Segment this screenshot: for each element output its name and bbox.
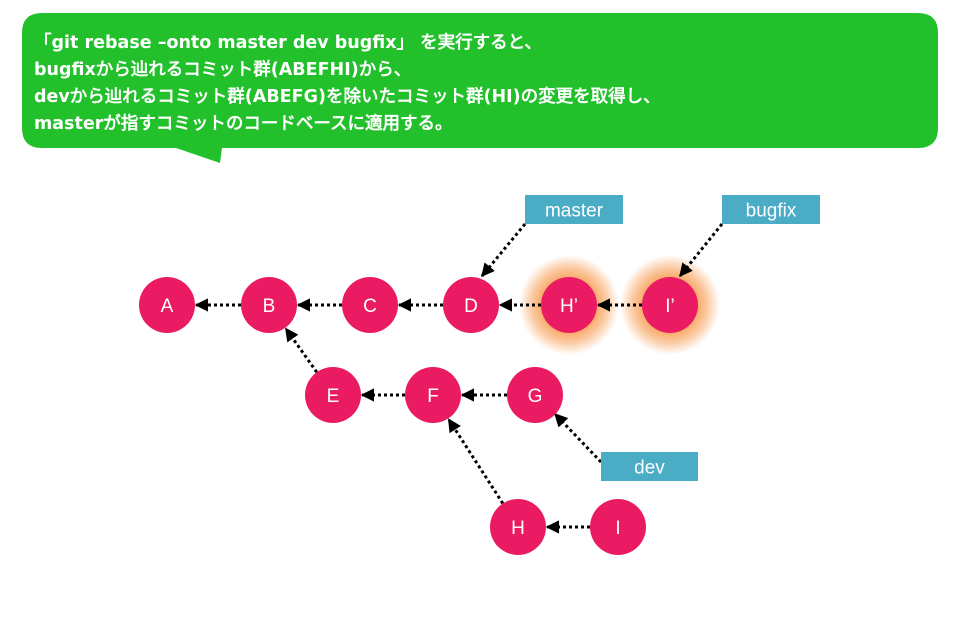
commit-D: D <box>443 277 499 333</box>
ref-pointer-master <box>480 223 527 278</box>
ref-label: master <box>545 201 604 222</box>
commit-H: H <box>490 499 546 555</box>
ref-pointers <box>480 223 724 464</box>
commit-label: B <box>263 296 276 317</box>
commit-A: A <box>139 277 195 333</box>
commit-C: C <box>342 277 398 333</box>
commit-H2: H’ <box>541 277 597 333</box>
commit-label: F <box>427 386 439 407</box>
ref-label: bugfix <box>746 201 797 222</box>
ref-label: dev <box>634 458 665 479</box>
commit-circle <box>139 277 195 333</box>
commit-label: D <box>464 296 478 317</box>
ref-pointer-dev <box>553 412 603 464</box>
callout-line-1: 「git rebase –onto master dev bugfix」 を実行… <box>34 32 542 53</box>
ref-box <box>525 195 623 224</box>
callout-line-4: masterが指すコミットのコードベースに適用する。 <box>34 113 452 134</box>
commit-circle <box>405 367 461 423</box>
callout-bubble <box>22 13 938 163</box>
callout: 「git rebase –onto master dev bugfix」 を実行… <box>22 13 938 163</box>
commit-circle <box>443 277 499 333</box>
commit-B: B <box>241 277 297 333</box>
branch-ref-bugfix: bugfix <box>722 195 820 224</box>
edge-H-to-F <box>447 418 505 505</box>
callout-line-3: devから辿れるコミット群(ABEFG)を除いたコミット群(HI)の変更を取得し… <box>34 86 661 107</box>
branch-ref-master: master <box>525 195 623 224</box>
commit-G: G <box>507 367 563 423</box>
commit-circle <box>241 277 297 333</box>
commit-I: I <box>590 499 646 555</box>
branch-ref-dev: dev <box>601 452 698 481</box>
callout-line-2: bugfixから辿れるコミット群(ABEFHI)から、 <box>34 59 411 80</box>
commit-label: G <box>528 386 543 407</box>
parent-edges <box>194 298 642 534</box>
commit-label: C <box>363 296 377 317</box>
commit-circle <box>541 277 597 333</box>
commit-circle <box>590 499 646 555</box>
commit-circle <box>342 277 398 333</box>
branch-refs: master bugfix dev <box>525 195 820 481</box>
commit-F: F <box>405 367 461 423</box>
commit-circle <box>490 499 546 555</box>
commit-E: E <box>305 367 361 423</box>
commit-label: H <box>511 518 525 539</box>
commit-nodes: A B C D H’ I’ E F G H I <box>139 277 698 555</box>
commit-label: I’ <box>665 296 675 317</box>
commit-label: A <box>161 296 174 317</box>
commit-circle <box>507 367 563 423</box>
ref-box <box>601 452 698 481</box>
commit-circle <box>642 277 698 333</box>
ref-box <box>722 195 820 224</box>
ref-pointer-bugfix <box>678 223 724 278</box>
commit-circle <box>305 367 361 423</box>
commit-I2: I’ <box>642 277 698 333</box>
commit-label: E <box>327 386 340 407</box>
edge-E-to-B <box>284 327 318 374</box>
commit-label: I <box>615 518 620 539</box>
commit-label: H’ <box>560 296 578 317</box>
